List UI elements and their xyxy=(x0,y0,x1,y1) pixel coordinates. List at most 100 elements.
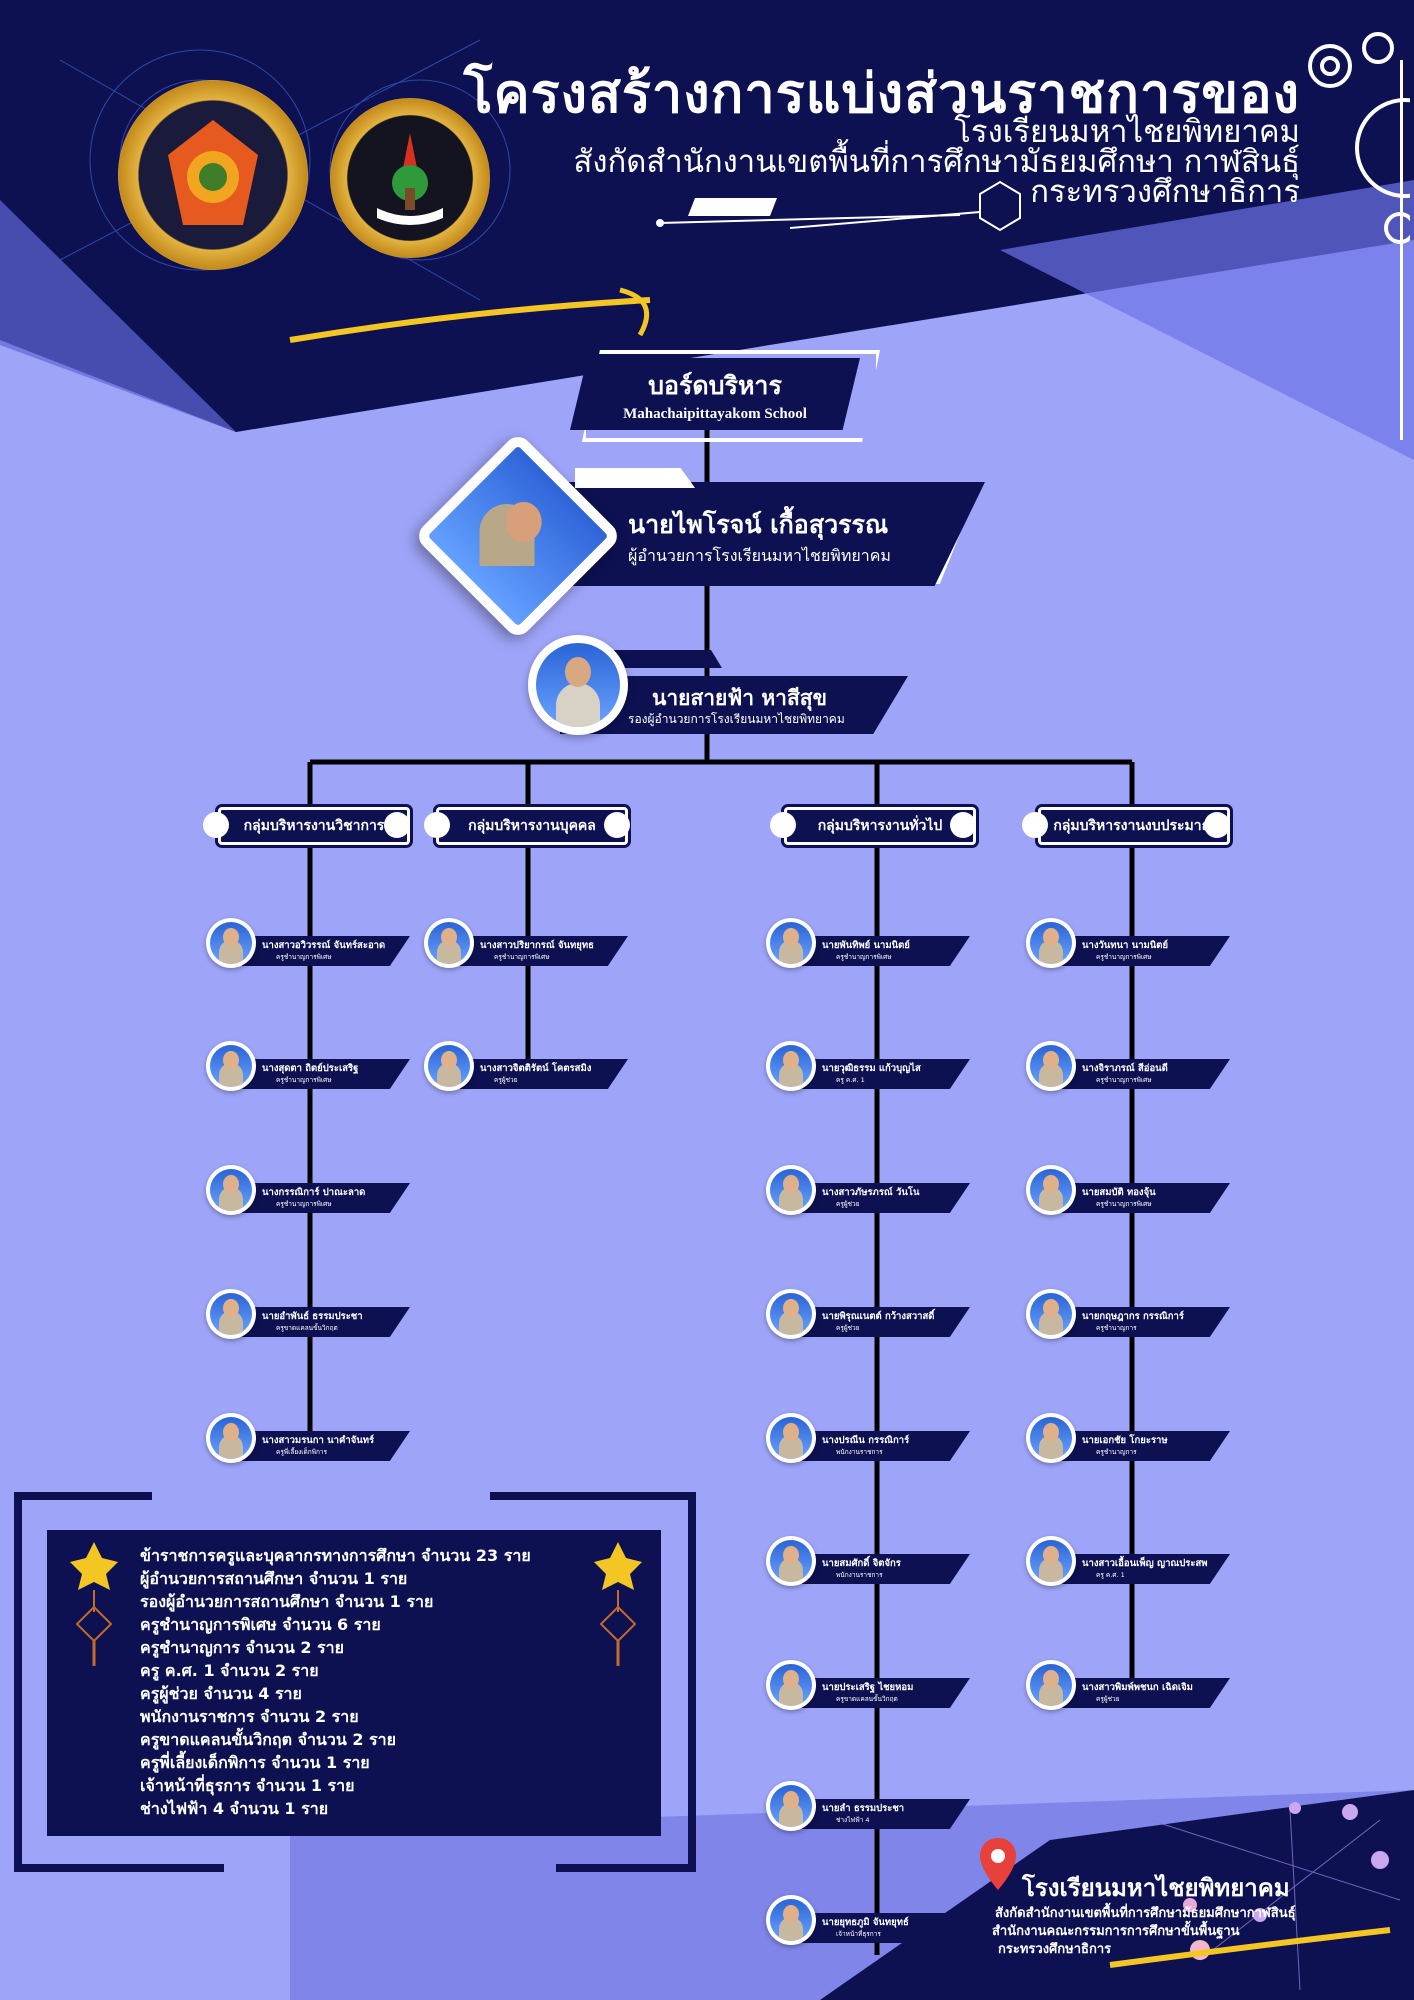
member-role: เจ้าหน้าที่ธุรการ xyxy=(836,1930,881,1938)
member-card-banner xyxy=(1062,1183,1230,1213)
member-card: นางสาวภัษรภรณ์ วันโนครูผู้ช่วย xyxy=(766,1165,971,1219)
member-name: นายพิรุณเนตต์ กว้างสวาสดิ์ xyxy=(822,1311,935,1322)
member-photo xyxy=(1026,1289,1076,1339)
member-role: ครูผู้ช่วย xyxy=(836,1200,860,1208)
member-name: นางสาวเอื้อนเพ็ญ ญาณประสพ xyxy=(1082,1558,1208,1569)
member-role: ครูชำนาญการพิเศษ xyxy=(1096,1076,1152,1084)
member-card: นางสาวปริยากรณ์ จันทยุทธครูชำนาญการพิเศษ xyxy=(424,918,629,972)
group-header-academic-dot-left xyxy=(203,812,229,838)
board-title: บอร์ดบริหาร xyxy=(648,371,782,400)
member-card: นางสาวพิมพ์พชนก เฉิดเจิมครูผู้ช่วย xyxy=(1026,1660,1231,1714)
member-role: ครูชำนาญการพิเศษ xyxy=(494,953,550,961)
member-photo xyxy=(766,1413,816,1463)
member-name: นายยุทธภูมิ จันทยุทธ์ xyxy=(822,1917,909,1928)
member-role: ครูพี่เลี้ยงเด็กพิการ xyxy=(276,1448,328,1456)
member-role: ช่างไฟฟ้า 4 xyxy=(836,1816,870,1824)
footer-school-name: โรงเรียนมหาไชยพิทยาคม xyxy=(1022,1874,1290,1902)
member-card: นายลำ ธรรมประชาช่างไฟฟ้า 4 xyxy=(766,1781,971,1835)
member-card: นางสาวเอื้อนเพ็ญ ญาณประสพครู ค.ศ. 1 xyxy=(1026,1536,1231,1590)
summary-line: ครู ค.ศ. 1 จำนวน 2 ราย xyxy=(140,1661,319,1680)
director-name: นายไพโรจน์ เกื้อสุวรรณ xyxy=(628,510,889,539)
group-header-general-dot-left xyxy=(770,812,796,838)
member-photo xyxy=(1026,1041,1076,1091)
member-card: นายอำพันธ์ ธรรมประชาครูขาดแคลนขั้นวิกฤต xyxy=(206,1289,411,1343)
header-right-rule xyxy=(1400,60,1403,440)
page-title: โครงสร้างการแบ่งส่วนราชการของ xyxy=(463,62,1300,125)
member-role: ครูผู้ช่วย xyxy=(494,1076,518,1084)
header-ministry: กระทรวงศึกษาธิการ xyxy=(1030,174,1300,210)
member-name: นายกฤษฎากร กรรณิการ์ xyxy=(1082,1311,1184,1322)
member-photo xyxy=(1026,1413,1076,1463)
member-name: นายประเสริฐ ไชยหอม xyxy=(822,1682,914,1693)
member-name: นางจิราภรณ์ สีอ่อนดี xyxy=(1082,1063,1168,1074)
group-header-personnel-dot-left xyxy=(424,812,450,838)
board-banner: บอร์ดบริหาร Mahachaipittayakom School xyxy=(570,358,860,430)
member-photo xyxy=(766,1165,816,1215)
director-banner xyxy=(565,482,985,586)
member-role: ครูชำนาญการพิเศษ xyxy=(836,953,892,961)
member-name: นายสมบัติ ทองจุ้น xyxy=(1082,1187,1156,1198)
group-header-general: กลุ่มบริหารงานทั่วไป xyxy=(784,807,976,845)
member-role: ครูชำนาญการพิเศษ xyxy=(276,953,332,961)
member-photo xyxy=(206,1041,256,1091)
summary-line: ครูพี่เลี้ยงเด็กพิการ จำนวน 1 ราย xyxy=(140,1753,370,1772)
gear-icon xyxy=(1308,32,1410,244)
group-header-personnel-dot-right xyxy=(604,812,630,838)
member-photo xyxy=(1026,1536,1076,1586)
member-card-banner xyxy=(802,1678,970,1708)
member-card: นายสมบัติ ทองจุ้นครูชำนาญการพิเศษ xyxy=(1026,1165,1231,1219)
footer-ministry: กระทรวงศึกษาธิการ xyxy=(998,1942,1112,1957)
member-card: นางกรรณิการ์ ปาณะลาดครูชำนาญการพิเศษ xyxy=(206,1165,411,1219)
member-role: ครูผู้ช่วย xyxy=(1096,1695,1120,1703)
director-role: ผู้อำนวยการโรงเรียนมหาไชยพิทยาคม xyxy=(628,546,891,565)
member-photo xyxy=(424,1041,474,1091)
member-card: นางวันทนา นามนิตย์ครูชำนาญการพิเศษ xyxy=(1026,918,1231,972)
member-role: ครูผู้ช่วย xyxy=(836,1324,860,1332)
member-card-banner xyxy=(802,1183,970,1213)
group-header-budget: กลุ่มบริหารงานงบประมาณ xyxy=(1038,807,1230,845)
member-photo xyxy=(424,918,474,968)
summary-line: ข้าราชการครูและบุคลากรทางการศึกษา จำนวน … xyxy=(140,1546,531,1565)
school-seal-icon xyxy=(118,80,308,270)
member-role: ครูชำนาญการพิเศษ xyxy=(276,1076,332,1084)
member-role: ครูขาดแคลนขั้นวิกฤต xyxy=(836,1695,898,1703)
header-school-name: โรงเรียนมหาไชยพิทยาคม xyxy=(954,114,1300,150)
ornament-icon xyxy=(594,1542,642,1666)
summary-line: ครูขาดแคลนขั้นวิกฤต จำนวน 2 ราย xyxy=(140,1730,397,1749)
director-photo xyxy=(413,431,623,641)
member-card: นางสาวอวิวรรณ์ จันทร์สะอาดครูชำนาญการพิเ… xyxy=(206,918,411,972)
member-name: นายเอกชัย โกยะราษ xyxy=(1082,1435,1168,1446)
summary-line: ครูชำนาญการพิเศษ จำนวน 6 ราย xyxy=(140,1615,381,1634)
member-role: ครูชำนาญการ xyxy=(1096,1324,1137,1332)
group-header-personnel: กลุ่มบริหารงานบุคคล xyxy=(436,807,628,845)
member-name: นางสุดตา ถิตย์ประเสริฐ xyxy=(262,1063,359,1074)
member-name: นางสาวอวิวรรณ์ จันทร์สะอาด xyxy=(262,940,386,951)
member-name: นางสาวภัษรภรณ์ วันโน xyxy=(822,1187,920,1198)
deputy-name: นายสายฟ้า หาสีสุข xyxy=(652,686,827,710)
member-name: นางกรรณิการ์ ปาณะลาด xyxy=(262,1187,366,1198)
group-header-academic: กลุ่มบริหารงานวิชาการ xyxy=(218,807,410,845)
deputy-photo xyxy=(528,635,628,735)
member-card-banner xyxy=(802,1059,970,1089)
member-card-banner xyxy=(802,1307,970,1337)
summary-frame xyxy=(14,1492,696,1872)
member-photo xyxy=(766,1289,816,1339)
member-photo xyxy=(766,1895,816,1945)
member-name: นายสมศักดิ์ จิตจักร xyxy=(822,1558,901,1569)
member-name: นายวุฒิธรรม แก้วบุญไส xyxy=(822,1063,921,1074)
member-name: นายลำ ธรรมประชา xyxy=(822,1803,905,1814)
member-photo xyxy=(206,1413,256,1463)
member-photo xyxy=(206,1289,256,1339)
member-card-banner xyxy=(1062,1307,1230,1337)
member-card: นายพันทิพย์ นามนิตย์ครูชำนาญการพิเศษ xyxy=(766,918,971,972)
member-photo xyxy=(766,918,816,968)
member-card: นายประเสริฐ ไชยหอมครูขาดแคลนขั้นวิกฤต xyxy=(766,1660,971,1714)
summary-line: รองผู้อำนวยการสถานศึกษา จำนวน 1 ราย xyxy=(140,1592,434,1611)
group-header-budget-dot-right xyxy=(1204,812,1230,838)
member-card-banner xyxy=(802,1554,970,1584)
member-role: ครู ค.ศ. 1 xyxy=(1096,1571,1125,1579)
ornament-icon xyxy=(70,1542,118,1666)
summary-line: พนักงานราชการ จำนวน 2 ราย xyxy=(140,1707,359,1726)
member-role: ครูชำนาญการ xyxy=(1096,1448,1137,1456)
group-header-general-dot-right xyxy=(950,812,976,838)
